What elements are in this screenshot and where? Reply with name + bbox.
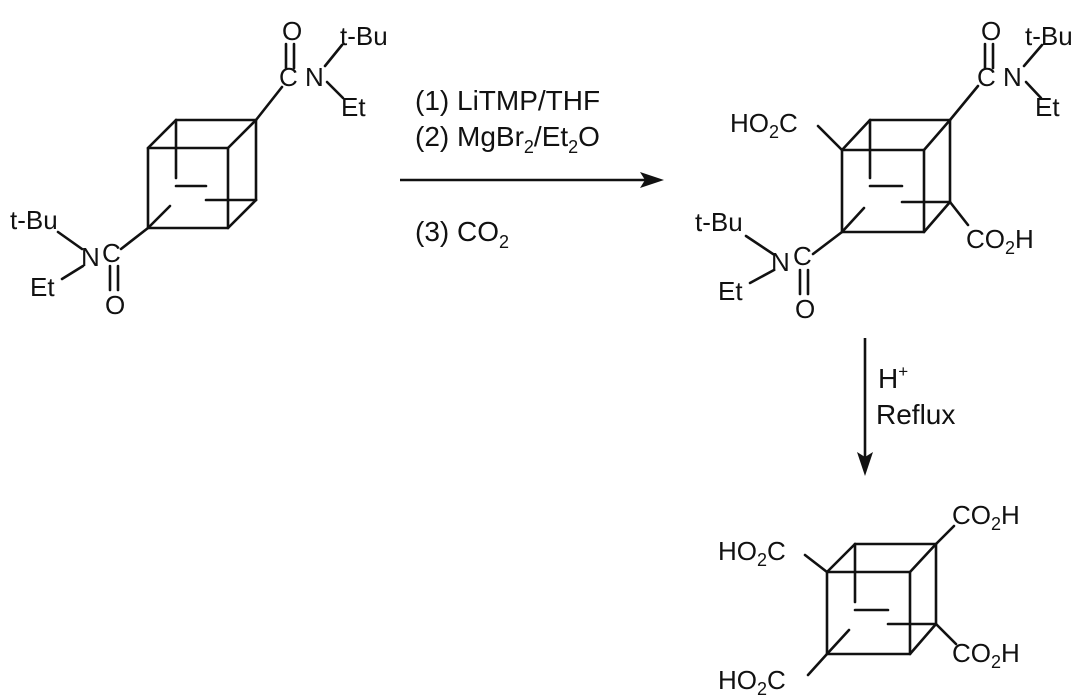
product-acid-bottom-right-label: CO2H [952,638,1020,672]
product-cubane-cage [825,542,938,656]
reactant-top-tbu: t-Bu [340,21,388,51]
intermediate-top-ethyl: Et [1035,92,1060,122]
reactant-bottom-nitrogen: N [81,242,100,272]
product-acid-bottom-left-label: HO2C [718,665,786,697]
intermediate-right-acid: CO2H [948,200,1034,258]
intermediate-cubane-cage [840,118,952,234]
intermediate-top-carbonyl-c: C [977,62,996,92]
reactant-bottom-carbonyl-c: C [102,238,121,268]
reactant-bottom-carbonyl-o: O [105,290,125,320]
step1-condition-3: (3) CO2 [415,216,509,252]
reactant-top-amide: O C N t-Bu Et [254,16,388,122]
step2: H+ Reflux [857,338,955,476]
step2-reaction-arrow [857,338,873,476]
reactant-cubane-cage [146,118,258,230]
reactant-top-ethyl: Et [341,92,366,122]
product-acid-top-left: HO2C [718,536,829,574]
product-molecule: HO2C CO2H CO2H HO2C [718,500,1020,697]
reactant-molecule: O C N t-Bu Et t-Bu N C Et O [10,16,388,320]
product-acid-top-right-label: CO2H [952,500,1020,534]
intermediate-top-tbu: t-Bu [1025,21,1073,51]
reactant-bottom-amide: t-Bu N C Et O [10,205,150,320]
step1-condition-2: (2) MgBr2/Et2O [415,121,600,157]
intermediate-top-carbonyl-o: O [981,16,1001,46]
step1: (1) LiTMP/THF (2) MgBr2/Et2O (3) CO2 [400,85,664,252]
intermediate-bottom-ethyl: Et [718,276,743,306]
product-acid-top-left-label: HO2C [718,536,786,570]
step2-condition-reflux: Reflux [876,399,955,430]
intermediate-left-acid-label: HO2C [730,108,798,142]
product-acid-bottom-right: CO2H [934,622,1020,672]
step1-reaction-arrow [400,172,664,188]
reactant-top-carbonyl-o: O [282,16,302,46]
intermediate-left-acid: HO2C [730,108,844,152]
product-acid-bottom-left: HO2C [718,652,829,697]
reactant-top-nitrogen: N [305,62,324,92]
intermediate-top-nitrogen: N [1003,62,1022,92]
intermediate-right-acid-label: CO2H [966,224,1034,258]
reactant-bottom-ethyl: Et [30,272,55,302]
step2-condition-acid: H+ [878,362,908,394]
step1-condition-1: (1) LiTMP/THF [415,85,600,116]
intermediate-top-amide: O C N t-Bu Et [948,16,1073,122]
intermediate-bottom-nitrogen: N [771,247,790,277]
intermediate-bottom-carbonyl-o: O [795,294,815,324]
intermediate-bottom-tbu: t-Bu [695,207,743,237]
intermediate-molecule: O C N t-Bu Et HO2C CO2H t-Bu N C Et O [695,16,1073,324]
reactant-top-carbonyl-c: C [279,62,298,92]
product-acid-top-right: CO2H [934,500,1020,546]
intermediate-bottom-carbonyl-c: C [793,241,812,271]
reactant-bottom-tbu: t-Bu [10,205,58,235]
intermediate-bottom-amide: t-Bu N C Et O [695,207,844,324]
